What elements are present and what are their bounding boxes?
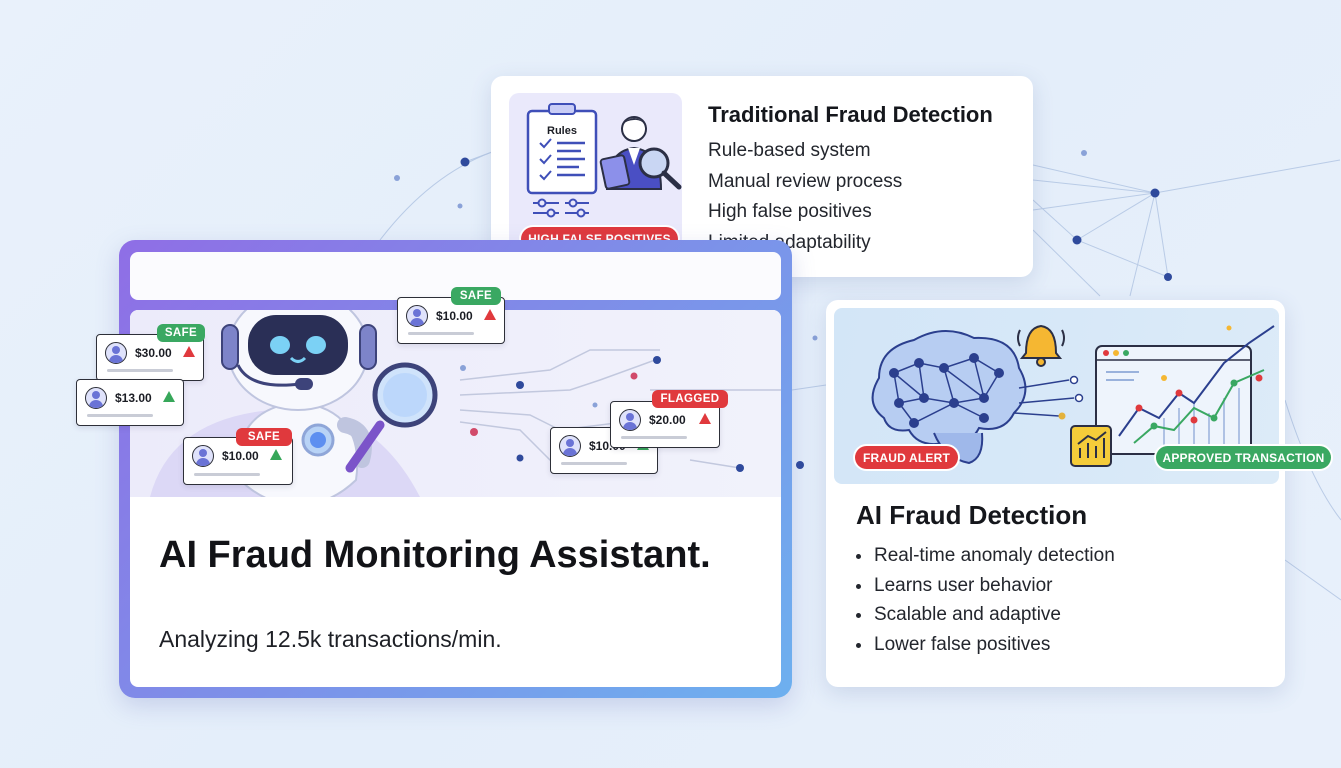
bell-icon bbox=[1017, 324, 1065, 367]
warning-icon bbox=[699, 413, 711, 424]
ai-detection-card: FRAUD ALERT APPROVED TRANSACTION AI Frau… bbox=[826, 300, 1331, 687]
user-avatar-icon bbox=[406, 305, 428, 327]
ai-feature: Learns user behavior bbox=[856, 574, 1115, 604]
main-subtitle: Analyzing 12.5k transactions/min. bbox=[159, 626, 502, 652]
main-card: AI Fraud Monitoring Assistant. Analyzing… bbox=[130, 310, 781, 687]
magnifier-icon bbox=[638, 147, 682, 190]
user-avatar-icon bbox=[85, 387, 107, 409]
ai-scene bbox=[871, 324, 1275, 467]
transaction-detail-line bbox=[107, 369, 173, 372]
ai-feature-list: Real-time anomaly detection Learns user … bbox=[856, 544, 1115, 663]
safe-tag: SAFE bbox=[236, 428, 292, 446]
transaction-amount: $13.00 bbox=[115, 391, 152, 405]
transaction-amount: $20.00 bbox=[649, 413, 686, 427]
transaction-detail-line bbox=[87, 414, 153, 417]
warning-icon bbox=[484, 309, 496, 320]
robot-icon bbox=[221, 310, 438, 526]
traditional-title: Traditional Fraud Detection bbox=[708, 102, 993, 127]
traditional-feature: Rule-based system bbox=[708, 140, 871, 161]
transaction-detail-line bbox=[408, 332, 474, 335]
rules-clipboard-icon: Rules bbox=[526, 103, 682, 218]
transaction-card: $13.00 bbox=[76, 379, 184, 426]
traditional-feature: High false positives bbox=[708, 201, 872, 222]
user-avatar-icon bbox=[105, 342, 127, 364]
magnifier-icon bbox=[345, 362, 438, 473]
ai-title: AI Fraud Detection bbox=[856, 500, 1088, 530]
traditional-feature-list: Rule-based system Manual review process … bbox=[708, 139, 902, 261]
user-avatar-icon bbox=[619, 409, 641, 431]
transaction-amount: $10.00 bbox=[222, 449, 259, 463]
warning-icon bbox=[163, 391, 175, 402]
clipboard-rules-label: Rules bbox=[547, 125, 577, 137]
main-title: AI Fraud Monitoring Assistant. bbox=[159, 534, 711, 576]
transaction-detail-line bbox=[621, 436, 687, 439]
safe-tag: SAFE bbox=[157, 324, 205, 342]
safe-tag: SAFE bbox=[451, 287, 501, 305]
transaction-amount: $10.00 bbox=[436, 309, 473, 323]
transaction-amount: $30.00 bbox=[135, 346, 172, 360]
chart-icon bbox=[1070, 425, 1112, 467]
traditional-feature: Manual review process bbox=[708, 170, 903, 192]
flagged-tag: FLAGGED bbox=[652, 390, 728, 408]
transaction-card-flagged: $20.00 bbox=[610, 401, 720, 448]
approved-transaction-badge: APPROVED TRANSACTION bbox=[1156, 446, 1331, 469]
user-avatar-icon bbox=[192, 445, 214, 467]
user-avatar-icon bbox=[559, 435, 581, 457]
fraud-alert-badge: FRAUD ALERT bbox=[855, 446, 958, 469]
warning-icon bbox=[183, 346, 195, 357]
ai-feature: Lower false positives bbox=[856, 633, 1115, 663]
brain-icon bbox=[871, 329, 1027, 465]
transaction-detail-line bbox=[561, 462, 627, 465]
ai-feature: Real-time anomaly detection bbox=[856, 544, 1115, 574]
transaction-detail-line bbox=[194, 473, 260, 476]
ai-feature: Scalable and adaptive bbox=[856, 603, 1115, 633]
warning-icon bbox=[270, 449, 282, 460]
